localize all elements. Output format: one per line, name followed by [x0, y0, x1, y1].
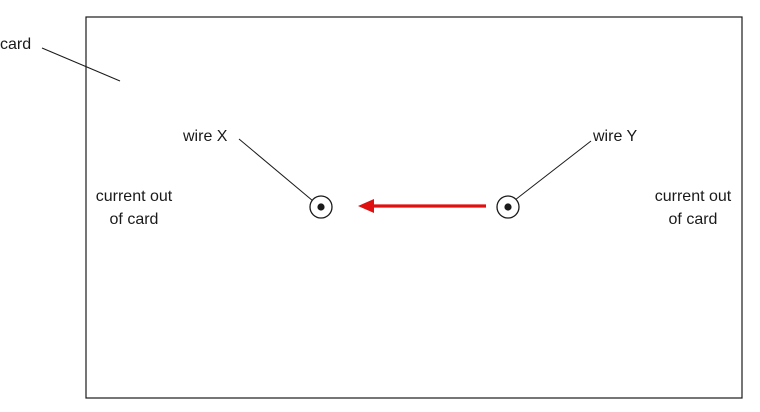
wire-x-leader-line — [238, 138, 314, 202]
wire-y-dot-in-circle-icon — [496, 195, 520, 219]
card-rectangle — [85, 16, 743, 399]
force-left-arrow-icon — [358, 199, 486, 213]
wire-y-leader-line — [514, 140, 592, 201]
card-label: card — [0, 36, 31, 53]
left-current-label-line1: current out — [96, 188, 173, 205]
wire-x-label: wire X — [182, 128, 228, 145]
card-leader-line — [41, 47, 121, 82]
left-current-label-line2: of card — [110, 211, 159, 228]
wire-x-dot-in-circle-icon — [309, 195, 333, 219]
right-current-label-line2: of card — [669, 211, 718, 228]
wire-y-label: wire Y — [592, 128, 637, 145]
right-current-label-line1: current out — [655, 188, 732, 205]
